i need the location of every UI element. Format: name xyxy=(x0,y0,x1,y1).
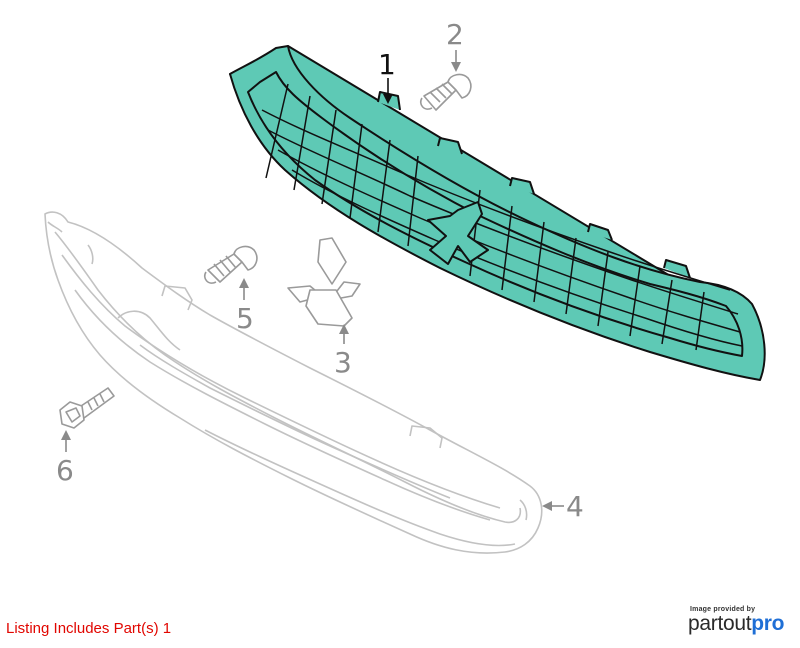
partoutpro-logo: partoutpro xyxy=(688,612,785,636)
emblem xyxy=(287,237,361,327)
callout-6: 6 xyxy=(56,454,74,487)
listing-includes-text: Listing Includes Part(s) 1 xyxy=(6,620,172,637)
callout-3: 3 xyxy=(334,346,352,379)
callout-5: 5 xyxy=(236,302,254,335)
lower-grille xyxy=(44,211,543,554)
callout-1: 1 xyxy=(378,48,396,81)
image-credit-caption: Image provided by xyxy=(690,606,756,613)
bolt-6 xyxy=(59,387,115,429)
leader-lines xyxy=(61,50,564,511)
upper-grille xyxy=(229,45,766,381)
logo-prefix: partout xyxy=(688,612,752,635)
clip-screw-5 xyxy=(203,245,258,284)
callout-4: 4 xyxy=(566,490,584,523)
logo-suffix: pro xyxy=(751,612,785,635)
callout-2: 2 xyxy=(446,18,464,51)
clip-screw-2 xyxy=(419,73,472,111)
